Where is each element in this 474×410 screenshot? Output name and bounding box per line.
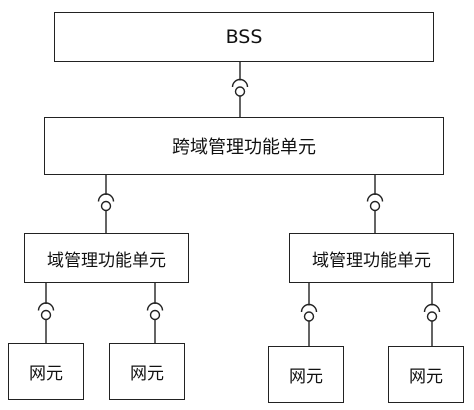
network-element-4-box: 网元 xyxy=(388,346,464,403)
connector-cross-domain-right xyxy=(366,175,384,233)
domain-management-unit-left-label: 域管理功能单元 xyxy=(47,250,166,271)
cross-domain-management-unit-label: 跨域管理功能单元 xyxy=(172,137,316,158)
domain-management-unit-right-box: 域管理功能单元 xyxy=(289,233,454,283)
domain-management-unit-left-box: 域管理功能单元 xyxy=(24,233,189,283)
connector-bss-cross xyxy=(231,62,249,117)
network-element-1-label: 网元 xyxy=(29,364,63,384)
network-element-3-box: 网元 xyxy=(268,346,344,403)
network-element-2-label: 网元 xyxy=(130,364,164,384)
network-element-1-box: 网元 xyxy=(8,343,84,400)
connector-domain-right-ne-3 xyxy=(300,283,318,346)
network-element-3-label: 网元 xyxy=(289,367,323,387)
network-element-4-label: 网元 xyxy=(409,367,443,387)
bss-label: BSS xyxy=(225,26,263,48)
bss-box: BSS xyxy=(54,12,434,62)
domain-management-unit-right-label: 域管理功能单元 xyxy=(312,250,431,271)
connector-domain-right-ne-4 xyxy=(423,283,441,346)
network-element-2-box: 网元 xyxy=(109,343,185,400)
connector-domain-left-ne-1 xyxy=(37,283,55,343)
connector-cross-domain-left xyxy=(97,175,115,233)
cross-domain-management-unit-box: 跨域管理功能单元 xyxy=(44,117,444,175)
connector-domain-left-ne-2 xyxy=(146,283,164,343)
